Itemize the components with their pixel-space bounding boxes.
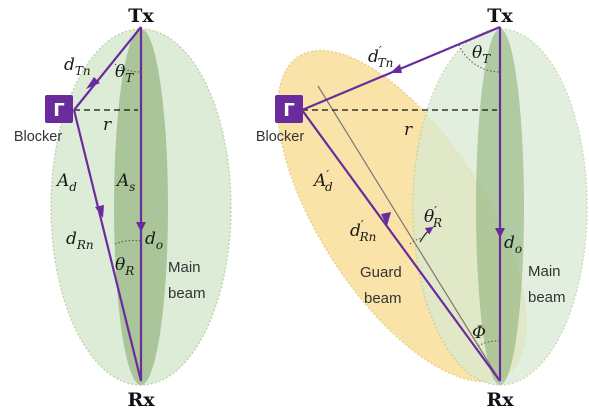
right-blocker-box [275,95,303,123]
right-d-o-label: do [504,233,522,256]
left-d-tn-arrow [86,77,100,89]
right-a-d-prime-label: A′d [312,168,333,194]
right-blocker-symbol: Γ [283,100,294,121]
right-theta-r-prime-label: θ′R [424,204,442,230]
left-a-d-label: Ad [55,171,77,194]
right-theta-r-prime-pointer [419,226,434,243]
right-d-rn-ray [301,109,501,382]
right-r-label: r [404,120,413,140]
right-guard-axis [317,85,501,382]
right-phi-label: Φ [472,323,486,343]
left-d-rn-ray [72,109,143,382]
left-d-o-arrow [136,222,146,232]
left-d-tn-ray [73,26,142,111]
left-panel: Γ Blocker Tx Rx dTn θT r Ad As dRn do θR… [14,5,232,411]
right-d-tn-prime-label: d′Tn [368,44,393,70]
left-theta-t-arc [111,61,142,73]
left-blocker-label: Blocker [14,129,63,145]
left-rx-label: Rx [127,389,155,411]
right-d-o-arrow [495,228,505,238]
left-blocker-box [45,95,73,123]
left-d-rn-label: dRn [66,229,94,252]
right-blocker-label: Blocker [256,129,305,145]
right-d-rn-prime-label: d′Rn [350,218,376,244]
right-panel: Γ Blocker Tx Rx d′Tn θT r A′d d′Rn θ′R d… [256,5,588,411]
left-d-o-label: do [145,229,163,252]
left-theta-t-label: θT [115,62,134,85]
right-tx-label: Tx [487,5,513,27]
left-theta-r-arc [114,239,142,245]
left-d-rn-arrow [95,205,104,218]
right-rx-label: Rx [486,389,514,411]
left-r-label: r [103,115,112,135]
right-d-rn-arrow [381,212,391,226]
right-theta-r-prime-arc [409,237,423,245]
left-a-s-label: As [115,171,135,194]
right-theta-t-arc [458,44,501,73]
left-tx-label: Tx [128,5,154,27]
right-phi-arc [477,340,501,347]
left-theta-r-label: θR [115,255,134,278]
right-d-tn-arrow [390,64,402,73]
left-d-tn-label: dTn [64,55,91,78]
left-blocker-symbol: Γ [53,100,64,121]
right-theta-t-label: θT [472,43,491,66]
